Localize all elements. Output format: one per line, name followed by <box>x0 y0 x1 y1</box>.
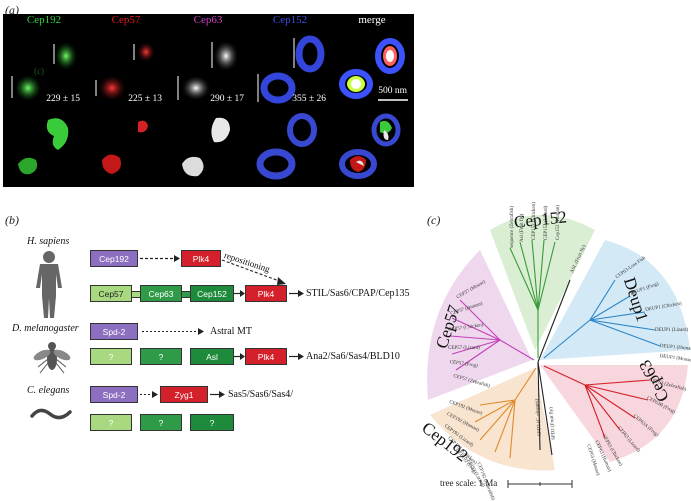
leaf-cep152: Cep152 (Human) <box>556 205 561 240</box>
measurement-cep192: 229 ± 15 <box>46 94 80 104</box>
organism-fly-label: D. melanogaster <box>12 323 79 334</box>
box-worm-q3: ? <box>190 414 234 431</box>
arrow-fly-2 <box>234 353 245 360</box>
box-worm-spd2: Spd-2 <box>90 386 138 403</box>
box-fly-plk4: Plk4 <box>245 348 287 365</box>
measurement-cep63: 290 ± 17 <box>210 94 244 104</box>
panel-c-label: (c) <box>427 213 441 227</box>
organism-human-label: H. sapiens <box>27 236 70 247</box>
header-cep192: Cep192 <box>26 14 62 26</box>
box-human-plk4-top: Plk4 <box>181 250 221 267</box>
fly-output-1: Astral MT <box>210 326 252 337</box>
clade-cep57-bg <box>427 250 532 400</box>
box-human-cep192: Cep192 <box>90 250 138 267</box>
header-cep57: Cep57 <box>111 14 141 26</box>
box-worm-q2: ? <box>140 414 182 431</box>
leaf-cep152: Asl (Fruit fly) <box>520 213 525 242</box>
leaf-cep152: CEP152 (Chicken) <box>532 202 537 240</box>
box-fly-q2: ? <box>140 348 182 365</box>
panel-a-label: (a) <box>5 3 19 17</box>
box-human-cep152: Cep152 <box>190 285 234 302</box>
leaf-deup1: DEUP1 (Lizard) <box>655 328 689 333</box>
arrow-human-2 <box>234 290 245 297</box>
tile-cep152-top: 355 ± 26 <box>250 28 330 108</box>
tile-cep152-3d <box>250 110 330 186</box>
arrow-human-1 <box>140 255 180 262</box>
clade-cep192-bg <box>430 368 555 471</box>
human-silhouette-icon <box>36 251 62 318</box>
arrow-worm-2 <box>210 391 225 398</box>
panel-b-label: (b) <box>5 213 19 227</box>
tree-scale-label: tree scale: 1 Ma <box>440 478 498 488</box>
leaf-cep57: CEP57 (Lizard) <box>448 346 480 351</box>
tile-cep63-3d <box>168 110 248 186</box>
arrow-fly-3 <box>289 353 304 360</box>
arrow-fly-1 <box>142 328 204 335</box>
tile-cep57-top: 225 ± 13 <box>86 28 166 108</box>
header-merge: merge <box>358 14 386 26</box>
microscopy-figure: Cep192 Cep57 Cep63 Cep152 merge (c) 229 … <box>3 14 414 187</box>
tile-merge-3d <box>332 110 413 186</box>
human-output: STIL/Sas6/CPAP/Cep135 <box>306 288 410 299</box>
measurement-cep152: 355 ± 26 <box>292 94 326 104</box>
header-cep152: Cep152 <box>272 14 308 26</box>
link-2 <box>182 291 190 298</box>
arrow-worm-1 <box>140 391 158 398</box>
organism-worm-label: C. elegans <box>27 385 70 396</box>
box-fly-spd2: Spd-2 <box>90 323 138 340</box>
tile-merge-top: 500 nm <box>332 28 413 108</box>
tile-cep57-3d <box>86 110 166 186</box>
link-1 <box>132 291 140 298</box>
box-human-cep57: Cep57 <box>90 285 132 302</box>
tile-cep192-3d <box>4 110 84 186</box>
box-human-cep63: Cep63 <box>140 285 182 302</box>
arrow-human-3 <box>289 290 304 297</box>
box-worm-q1: ? <box>90 414 132 431</box>
arrow-repositioning <box>221 259 286 285</box>
box-human-plk4: Plk4 <box>245 285 287 302</box>
worm-output: Sas5/Sas6/Sas4/ <box>228 389 294 400</box>
scale-bar-label: 500 nm <box>378 86 407 96</box>
box-fly-q1: ? <box>90 348 132 365</box>
header-cep63: Cep63 <box>193 14 223 26</box>
tile-cep63-top: 290 ± 17 <box>168 28 248 108</box>
clade-cep63-bg <box>540 365 688 462</box>
fly-silhouette-icon <box>33 342 71 374</box>
worm-silhouette-icon <box>30 408 72 420</box>
fly-output-2: Ana2/Sa6/Sas4/BLD10 <box>306 351 400 362</box>
leaf-cep152: sequence (Zebrafish) <box>510 205 515 248</box>
phylogenetic-tree <box>427 215 690 488</box>
leaf-cep152: CEP152 (Lizard) <box>544 205 549 240</box>
box-worm-zyg1: Zyg1 <box>160 386 208 403</box>
measurement-cep57: 225 ± 13 <box>128 94 162 104</box>
clade-cep152-bg <box>490 215 595 350</box>
tile-cep192-top: (c) 229 ± 15 <box>4 28 84 108</box>
inset-label: (c) <box>34 66 44 76</box>
box-fly-asl: Asl <box>190 348 234 365</box>
